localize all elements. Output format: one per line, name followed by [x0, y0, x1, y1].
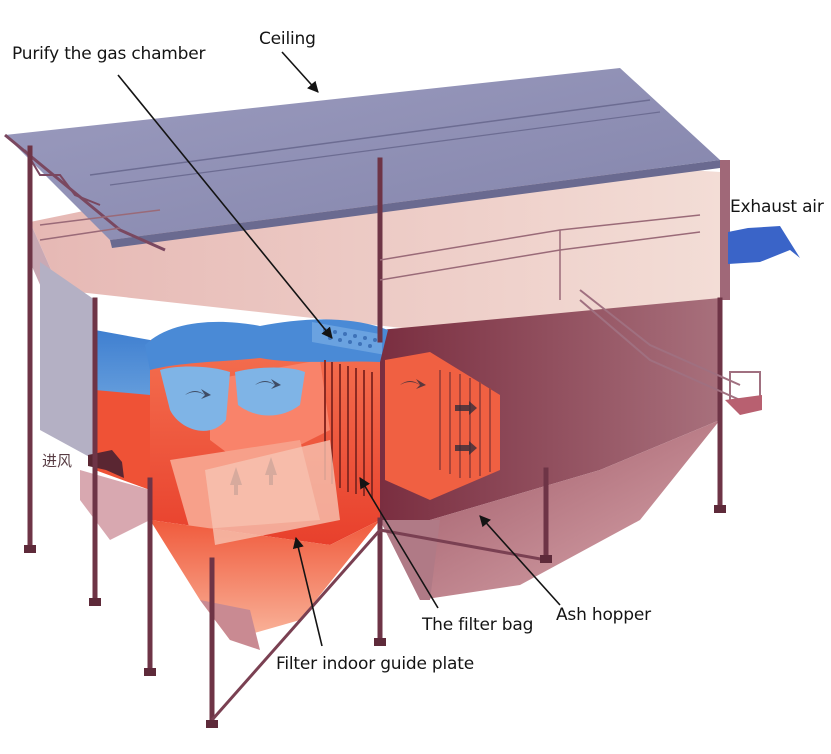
deck-railings: [39, 209, 701, 300]
support-columns: [27, 145, 723, 728]
exhaust-air-arrow: [728, 226, 800, 264]
label-exhaust-air: Exhaust air: [730, 197, 824, 217]
label-purify-gas-chamber: Purify the gas chamber: [12, 44, 206, 64]
filter-bags: [324, 360, 373, 498]
cross-braces: [210, 528, 547, 721]
label-filter-bag: The filter bag: [422, 615, 534, 635]
label-ash-hopper: Ash hopper: [556, 605, 651, 625]
leader-lines: [117, 51, 561, 647]
right-filter-bags: [385, 352, 500, 500]
label-ceiling: Ceiling: [259, 29, 316, 49]
access-platform: [725, 395, 762, 415]
column-footings: [24, 505, 726, 728]
label-guide-plate: Filter indoor guide plate: [276, 654, 474, 674]
access-stairway: [579, 289, 761, 403]
label-inlet-air: 进风: [42, 452, 73, 470]
guide-plate: [205, 440, 340, 545]
ceiling-roof: [4, 68, 720, 252]
